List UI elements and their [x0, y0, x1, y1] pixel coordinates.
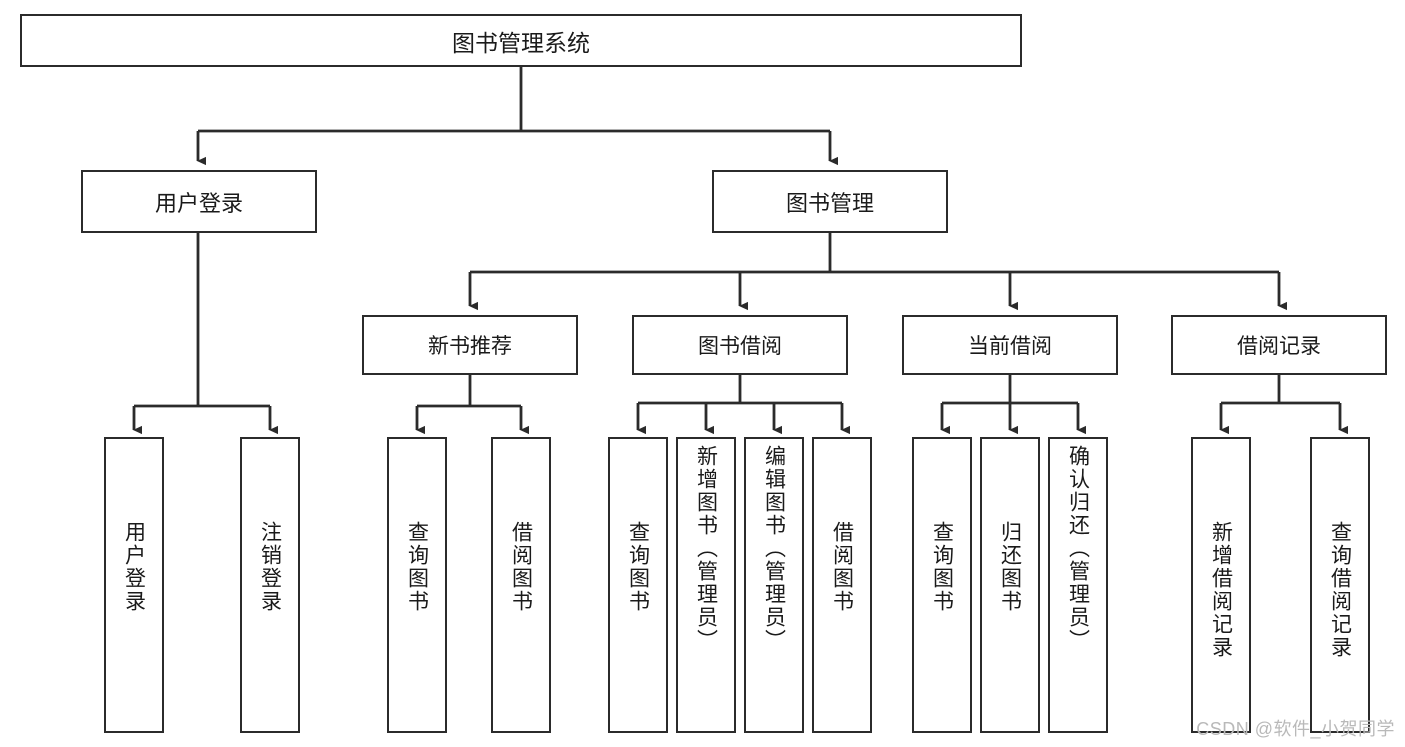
watermark: CSDN @软件_小贺同学	[1196, 719, 1395, 739]
leaf-label: 归还图书	[998, 521, 1022, 613]
leaf-book-borrow-borrow[interactable]: 借阅图书	[812, 437, 872, 733]
leaf-book-borrow-add[interactable]: 新增图书（管理员）	[676, 437, 736, 733]
leaf-new-book-borrow[interactable]: 借阅图书	[491, 437, 551, 733]
node-book-management[interactable]: 图书管理	[712, 170, 948, 233]
leaf-current-borrow-return[interactable]: 归还图书	[980, 437, 1040, 733]
leaf-label: 查询图书	[626, 521, 650, 613]
leaf-label: 用户登录	[122, 521, 146, 613]
node-borrow-record-label: 借阅记录	[1237, 335, 1321, 358]
leaf-user-login-logout[interactable]: 注销登录	[240, 437, 300, 733]
node-borrow-record[interactable]: 借阅记录	[1171, 315, 1387, 375]
leaf-label: 编辑图书（管理员）	[762, 445, 786, 652]
leaf-label: 查询图书	[405, 521, 429, 613]
node-new-book-recommend-label: 新书推荐	[428, 335, 512, 358]
leaf-book-borrow-query[interactable]: 查询图书	[608, 437, 668, 733]
leaf-label: 借阅图书	[509, 521, 533, 613]
leaf-label: 新增借阅记录	[1209, 521, 1233, 659]
leaf-label: 查询借阅记录	[1328, 521, 1352, 659]
leaf-borrow-record-add[interactable]: 新增借阅记录	[1191, 437, 1251, 733]
leaf-user-login-login[interactable]: 用户登录	[104, 437, 164, 733]
node-user-login-label: 用户登录	[154, 190, 243, 216]
node-user-login[interactable]: 用户登录	[81, 170, 317, 233]
leaf-label: 新增图书（管理员）	[694, 445, 718, 652]
leaf-new-book-query[interactable]: 查询图书	[387, 437, 447, 733]
leaf-label: 借阅图书	[830, 521, 854, 613]
leaf-label: 查询图书	[930, 521, 954, 613]
leaf-current-borrow-query[interactable]: 查询图书	[912, 437, 972, 733]
node-current-borrow-label: 当前借阅	[968, 335, 1052, 358]
leaf-borrow-record-query[interactable]: 查询借阅记录	[1310, 437, 1370, 733]
node-root-label: 图书管理系统	[452, 29, 590, 56]
node-book-management-label: 图书管理	[785, 190, 874, 216]
leaf-current-borrow-confirm[interactable]: 确认归还（管理员）	[1048, 437, 1108, 733]
leaf-label: 注销登录	[258, 521, 282, 613]
node-book-borrow-label: 图书借阅	[698, 335, 782, 358]
node-root[interactable]: 图书管理系统	[20, 14, 1022, 67]
leaf-book-borrow-edit[interactable]: 编辑图书（管理员）	[744, 437, 804, 733]
node-book-borrow[interactable]: 图书借阅	[632, 315, 848, 375]
node-current-borrow[interactable]: 当前借阅	[902, 315, 1118, 375]
leaf-label: 确认归还（管理员）	[1066, 445, 1090, 652]
node-new-book-recommend[interactable]: 新书推荐	[362, 315, 578, 375]
